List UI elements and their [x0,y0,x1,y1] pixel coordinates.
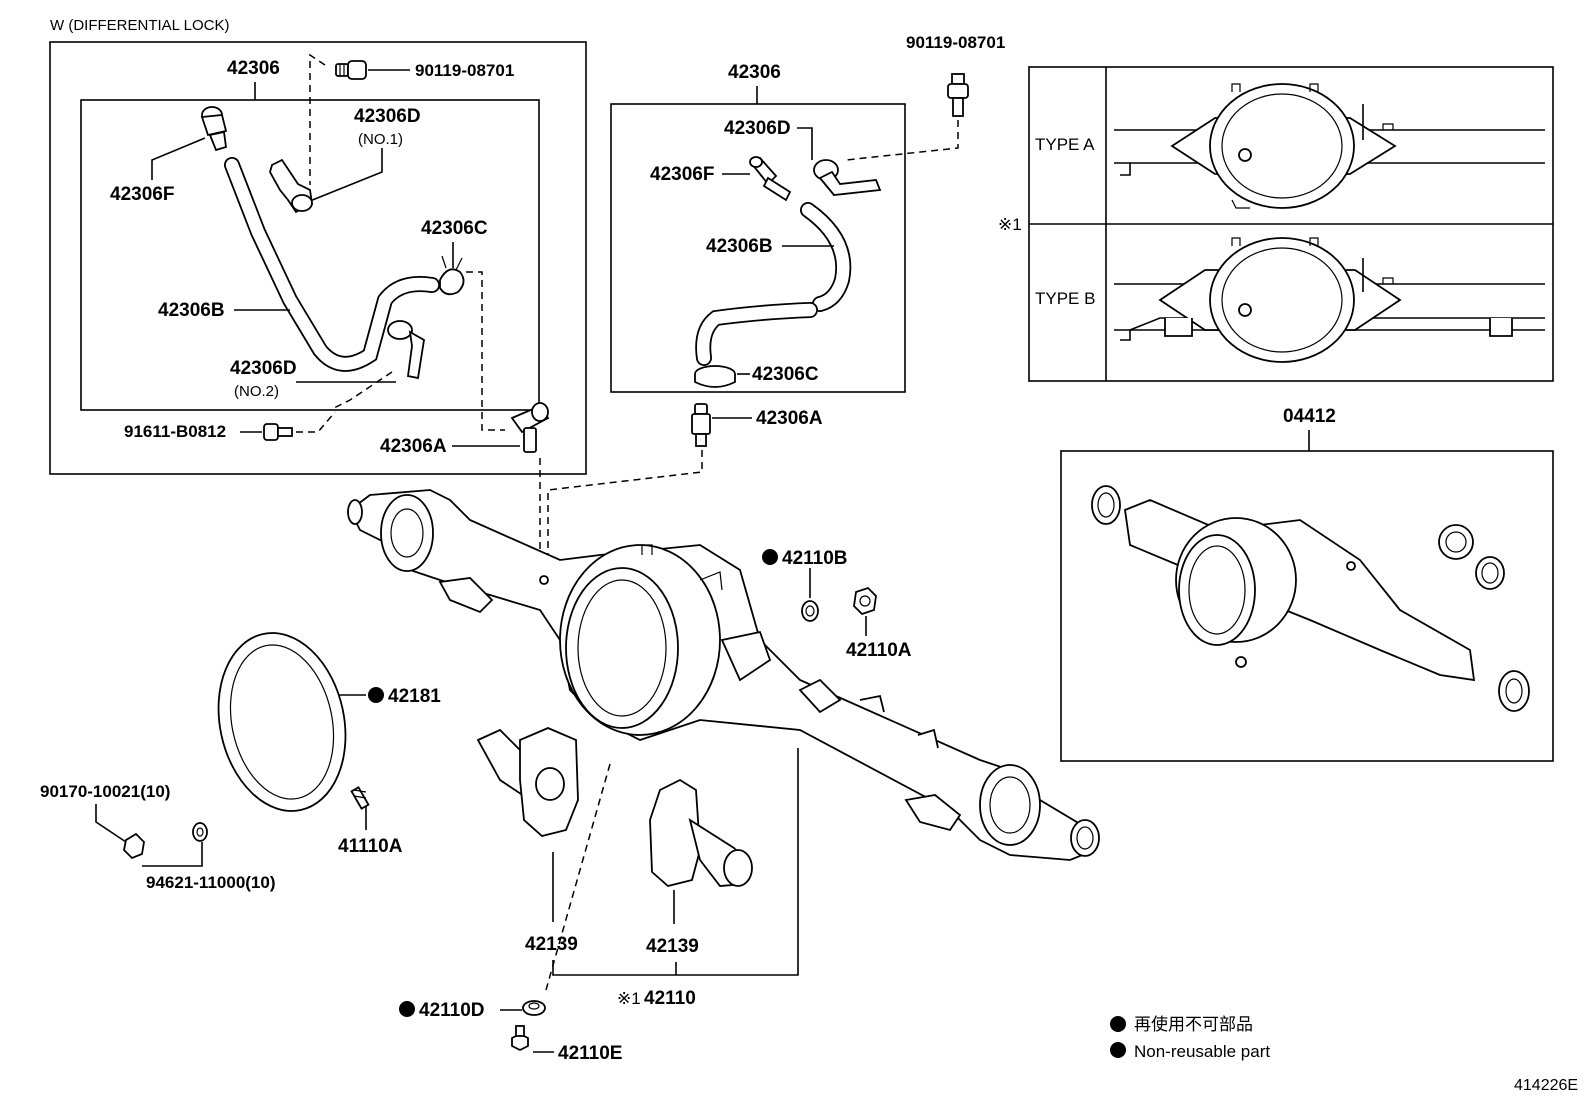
inset-w-clamp-no1-leader [299,148,383,206]
left-cover-label[interactable]: 42139 [525,934,578,955]
inset-w-bolt2-dash [296,411,336,433]
breather-top-bolt-dash [845,120,959,161]
stud-label[interactable]: 41110A [338,836,403,857]
inset-w-clamp-no2[interactable] [387,320,425,380]
legend: 再使用不可部品 Non-reusable part [1110,1014,1270,1061]
breather-clamp-leader [797,127,813,160]
nut-label[interactable]: 42110A [846,640,912,661]
inset-w-title: W (DIFFERENTIAL LOCK) [50,17,229,34]
breather-hose-end[interactable] [749,156,792,202]
inset-w-hose-end[interactable] [200,106,228,152]
inset-w-hose[interactable] [225,158,439,370]
inset-w-clamp-no1-label[interactable]: 42306D [354,106,421,127]
inset-w-hose-end-leader [151,137,206,180]
breather-union[interactable] [691,403,711,447]
inset-w-clamp-no2-dash [329,371,393,411]
stud[interactable] [350,786,370,810]
breather-assembly-label[interactable]: 42306 [728,62,781,83]
inset-w-bolt[interactable] [335,60,367,80]
gasket-washer[interactable] [801,600,819,622]
right-cover[interactable] [649,778,753,887]
washer[interactable] [192,822,208,842]
inset-w-clip-dash [466,271,505,431]
inset-w-bolt-dash [309,53,326,185]
inset-w-bolt2-label[interactable]: 91611-B0812 [124,422,226,441]
breather-hose-lower[interactable] [697,303,817,365]
breather-clip[interactable] [694,365,736,388]
housing-assy-marker: ※1 [617,989,641,1008]
kit-frame [1060,450,1554,762]
stud-nut-label[interactable]: 90170-10021(10) [40,782,170,801]
inset-w-clip-label[interactable]: 42306C [421,218,488,239]
type-panel: TYPE A TYPE B ※1 [998,66,1554,382]
inset-w-bolt2[interactable] [263,423,293,441]
legend-mark-jp [1110,1016,1126,1032]
type-a-axle-drawing [1114,83,1545,209]
type-b-axle-drawing [1114,237,1545,363]
inset-w-clamp-no1-note: (NO.1) [358,131,403,148]
plug[interactable] [511,1025,529,1052]
breather-hose-upper[interactable] [801,203,850,311]
plug-gasket-nonreusable-mark [399,1001,415,1017]
breather-hose-end-label[interactable]: 42306F [650,164,714,185]
kit-housing-drawing [1091,485,1530,712]
breather-top-bolt-label[interactable]: 90119-08701 [906,33,1005,52]
breather-clamp[interactable] [813,159,882,196]
inset-w-union[interactable] [510,402,550,453]
stud-nut[interactable] [123,832,145,860]
inset-differential-lock: W (DIFFERENTIAL LOCK) 42306 90119-08701 … [49,17,587,475]
nut[interactable] [853,586,877,616]
stud-nut-leader [95,804,127,843]
legend-mark-en [1110,1042,1126,1058]
type-b-label: TYPE B [1035,289,1095,308]
kit-label[interactable]: 04412 [1283,406,1336,427]
axle-housing-drawing [347,489,1100,861]
gasket-nonreusable-mark [368,687,384,703]
breather-top-bolt[interactable] [947,73,969,117]
inset-w-union-label[interactable]: 42306A [380,436,447,457]
gasket-label[interactable]: 42181 [388,686,441,707]
inset-w-clamp-no1[interactable] [269,158,313,214]
type-marker: ※1 [998,215,1022,234]
breather-clip-label[interactable]: 42306C [752,364,819,385]
housing-assy-label[interactable]: 42110 [644,988,696,1009]
inset-w-clamp-no2-note: (NO.2) [234,383,279,400]
gasket-washer-nonreusable-mark [762,549,778,565]
washer-leader [142,842,203,867]
breather-union-dash [547,450,703,570]
inset-w-clip[interactable] [439,255,465,296]
gasket-washer-label[interactable]: 42110B [782,548,848,569]
inset-w-hose-end-label[interactable]: 42306F [110,184,174,205]
type-a-label: TYPE A [1035,135,1095,154]
plug-gasket[interactable] [522,1000,546,1016]
inset-w-clamp-no2-label[interactable]: 42306D [230,358,297,379]
inset-w-assembly-label[interactable]: 42306 [227,58,280,79]
inset-w-hose-label[interactable]: 42306B [158,300,225,321]
diagram-code: 414226E [1514,1077,1578,1094]
legend-line-jp: 再使用不可部品 [1134,1014,1253,1034]
right-cover-label[interactable]: 42139 [646,936,699,957]
breather-union-label[interactable]: 42306A [756,408,823,429]
inset-w-bolt-label[interactable]: 90119-08701 [415,61,514,80]
washer-label[interactable]: 94621-11000(10) [146,873,276,892]
breather-clamp-label[interactable]: 42306D [724,118,791,139]
plug-gasket-label[interactable]: 42110D [419,1000,485,1021]
breather-hose-label[interactable]: 42306B [706,236,773,257]
left-cover-dash [545,763,611,991]
legend-line-en: Non-reusable part [1134,1042,1270,1061]
inset-w-outer-frame [49,41,587,475]
plug-label[interactable]: 42110E [558,1043,622,1064]
gasket[interactable] [203,621,362,823]
breather-assembly: 42306 42306D 42306F 42306B 42306C [539,33,1005,575]
left-cover[interactable] [476,727,579,837]
breather-frame [610,103,906,393]
kit-panel: 04412 [1060,406,1554,762]
